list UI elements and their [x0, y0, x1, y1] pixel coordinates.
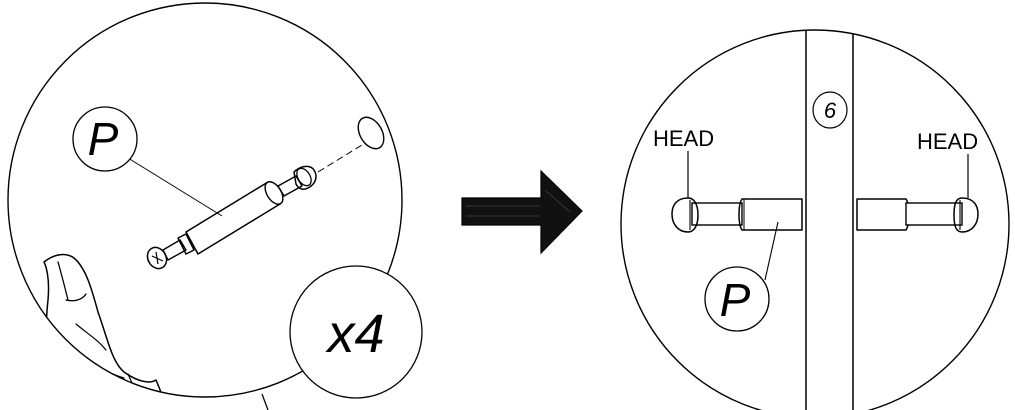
head-label-left: HEAD: [653, 126, 714, 151]
quantity-label: x4: [324, 304, 384, 364]
head-label-right: HEAD: [917, 129, 978, 154]
left-detail-panel: P x4: [7, 2, 423, 410]
quantity-badge: x4: [289, 265, 423, 399]
arrow-right-icon: [461, 169, 583, 255]
board-icon: [805, 30, 854, 410]
part-label: P: [88, 113, 119, 165]
alignment-line: [317, 144, 363, 173]
screw-dowel-icon: [146, 165, 317, 270]
hole-icon: [357, 116, 385, 150]
right-detail-panel: 6 HEAD HEAD P: [620, 29, 1010, 410]
screw-dowel-right-icon: [856, 197, 979, 233]
panel-number-badge: [812, 91, 848, 129]
part-label-badge: P: [72, 106, 223, 217]
screw-dowel-left-icon: [671, 197, 803, 233]
panel-number: 6: [824, 98, 837, 123]
part-label-badge-right: [704, 266, 770, 332]
part-label-right: P: [720, 274, 751, 326]
